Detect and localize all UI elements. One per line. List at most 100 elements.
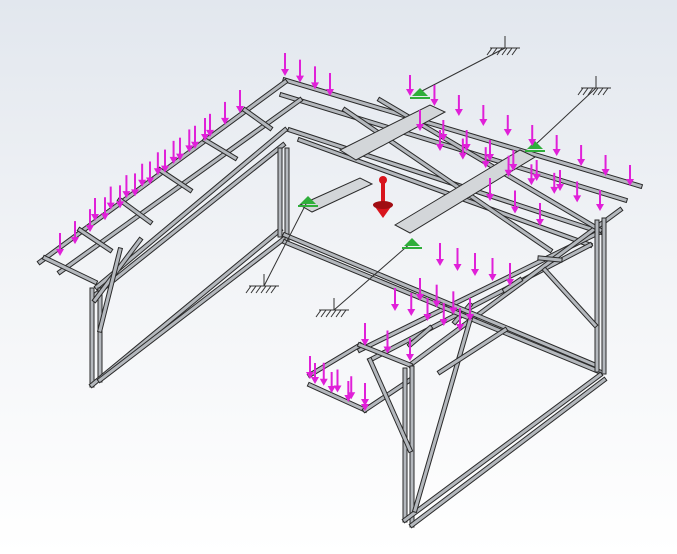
load-arrow-head: [333, 385, 342, 393]
load-arrow-head: [153, 168, 162, 176]
load-arrow-head: [71, 237, 79, 245]
frame-member-face: [502, 277, 523, 293]
frame-member-face: [280, 93, 627, 202]
load-arrow-head: [161, 165, 169, 173]
frame-member-face: [94, 127, 288, 290]
load-arrow-head: [281, 69, 289, 76]
ground-symbol-hatch: [260, 285, 267, 294]
load-arrow-head: [101, 213, 109, 221]
load-arrow-head: [528, 139, 537, 146]
load-arrow-head: [486, 194, 494, 201]
ground-symbol-hatch: [245, 285, 252, 294]
load-arrow-head: [146, 177, 154, 185]
ground-symbol-hatch: [501, 47, 508, 56]
load-arrow-head: [361, 404, 369, 411]
load-arrow-head: [86, 225, 94, 233]
cross-plate: [298, 177, 374, 213]
frame-member-face: [437, 327, 508, 375]
fixture-leader-line: [333, 241, 413, 311]
load-arrow-head: [449, 307, 458, 315]
load-arrow-head: [577, 159, 586, 166]
load-arrow-head: [319, 378, 328, 386]
load-arrow-head: [532, 174, 541, 181]
ground-symbol-hatch: [597, 87, 604, 96]
load-arrow-head: [536, 219, 544, 226]
cross-plate: [393, 149, 537, 234]
ground-symbol-hatch: [582, 87, 589, 96]
fixture-leader-line: [419, 47, 506, 93]
load-arrow-head: [116, 201, 124, 209]
load-arrow-head: [361, 339, 369, 346]
ground-symbol-hatch: [330, 309, 337, 318]
ground-symbol-hatch: [320, 309, 327, 318]
load-arrow-head: [550, 186, 559, 194]
load-arrow-head: [436, 259, 444, 266]
load-arrow-head: [453, 264, 462, 271]
frame-member-face: [77, 227, 113, 253]
load-arrow-head: [471, 269, 479, 276]
gravity-arrow-ball: [379, 176, 387, 184]
fixture-leader-line: [263, 199, 309, 287]
fixture-marker: [404, 238, 420, 246]
fixture-marker: [412, 88, 428, 96]
load-arrow-head: [91, 214, 99, 221]
frame-member-face: [242, 107, 273, 131]
ground-symbol-hatch: [315, 309, 322, 318]
frame-member-face: [298, 138, 592, 247]
load-arrow-head: [439, 319, 448, 326]
load-arrow-head: [466, 314, 474, 321]
frame-member-face: [97, 235, 288, 383]
load-arrow-head: [138, 179, 147, 187]
ground-symbol-hatch: [511, 47, 518, 56]
fixture-markers: [298, 88, 545, 249]
load-arrow-head: [506, 279, 514, 286]
load-arrow-head: [458, 152, 467, 160]
load-arrow-head: [416, 124, 424, 131]
load-arrow-head: [326, 89, 334, 96]
load-arrow-head: [601, 169, 610, 176]
frame-member-face: [358, 343, 412, 367]
frame-member-face: [368, 358, 412, 452]
load-arrow-head: [169, 156, 178, 164]
load-arrow-head: [626, 179, 634, 186]
load-arrow-head: [423, 314, 432, 321]
ground-symbol-hatch: [496, 47, 503, 56]
ground-symbol-hatch: [335, 309, 342, 318]
load-arrow-head: [191, 141, 199, 149]
load-arrow-head: [552, 149, 561, 156]
load-arrow-head: [406, 89, 414, 96]
gravity-indicator: [373, 176, 393, 218]
load-arrow-head: [122, 191, 131, 199]
load-arrow-head: [311, 377, 319, 384]
load-arrow-head: [311, 82, 319, 90]
frame-member-face: [283, 240, 602, 374]
load-arrow-head: [221, 117, 229, 125]
load-arrow-head: [383, 346, 392, 354]
frame-members: [36, 76, 644, 529]
fixture-marker: [300, 196, 316, 204]
load-arrow-head: [391, 304, 399, 311]
frame-member-face: [413, 318, 472, 512]
ground-symbol-hatch: [270, 285, 277, 294]
frame-member-face: [407, 325, 433, 348]
ground-symbol-hatch: [486, 47, 493, 56]
ground-symbol-hatch: [506, 47, 513, 56]
ground-symbol-hatch: [250, 285, 257, 294]
load-arrow-head: [462, 144, 471, 151]
ground-symbol-hatch: [340, 309, 347, 318]
load-arrow-head: [296, 75, 304, 83]
load-arrow-head: [573, 195, 582, 203]
load-arrow-head: [488, 274, 497, 281]
ground-symbol-hatch: [577, 87, 584, 96]
load-arrow-head: [511, 206, 519, 214]
fixture-ground-symbols: [245, 36, 611, 318]
load-arrow-head: [527, 178, 536, 186]
frame-member-face: [283, 78, 642, 188]
load-arrow-head: [479, 119, 488, 126]
frame-member-face: [367, 242, 593, 363]
load-arrow-head: [185, 145, 194, 153]
load-arrow-head: [106, 202, 115, 210]
load-arrow-head: [556, 184, 564, 191]
